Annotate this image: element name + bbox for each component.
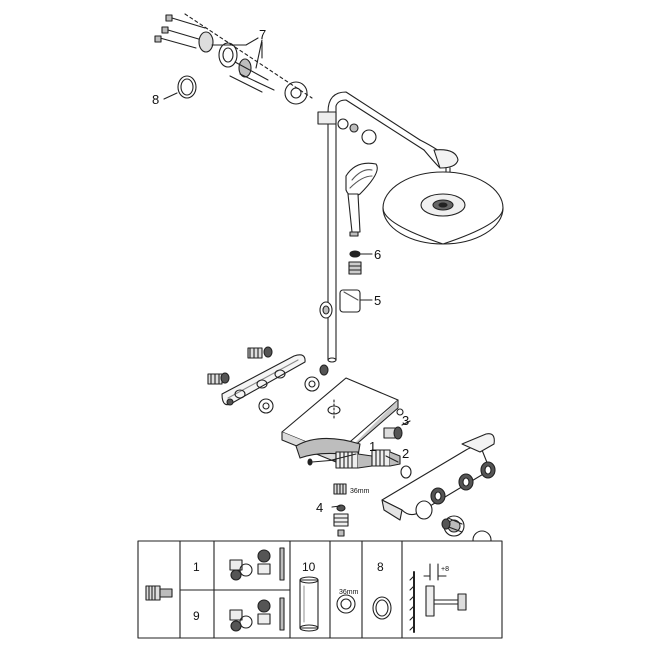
hex-nut-36mm [333,483,347,495]
check-valve-4 [333,504,349,537]
seal-ring-icon [372,596,392,620]
wall-bracket-assembly [154,13,313,105]
callout-6: 6 [374,247,381,262]
overhead-shower-head [382,171,504,245]
shower-riser [317,91,459,363]
callout-7: 7 [259,27,266,42]
cartridge-set-row-1 [229,547,285,581]
parts-table [137,540,503,639]
hand-shower [345,162,378,237]
dimension-plus: +8 [441,566,449,573]
adapter-icon [145,585,173,601]
hose-connector-6 [348,250,373,275]
callout-leaders [211,37,399,508]
table-row-1-number: 1 [193,560,200,574]
table-col-10: 10 [302,560,316,574]
bath-spout-cover [381,433,496,521]
callout-5: 5 [374,293,381,308]
table-col-8: 8 [377,560,384,574]
callout-3: 3 [402,413,409,428]
callout-8: 8 [152,92,159,107]
wall-bracket-icon [409,563,467,633]
table-col-10-dim: 36mm [339,589,359,596]
dimension-label: 36mm [350,488,370,495]
callout-2: 2 [402,446,409,461]
seal-ring-8 [163,75,197,100]
cartridge-set-row-2 [229,597,285,632]
cartridge-2 [371,449,412,479]
callout-4: 4 [316,500,323,515]
callout-1: 1 [369,439,376,454]
thermostat-shelf [281,377,399,463]
hex-key-icon [336,594,356,614]
mounting-plate [207,346,329,414]
slide-bar-holder-5 [319,289,373,319]
knob-3 [383,408,411,440]
extension-sleeve-10 [299,576,319,632]
table-row-2-number: 9 [193,609,200,623]
